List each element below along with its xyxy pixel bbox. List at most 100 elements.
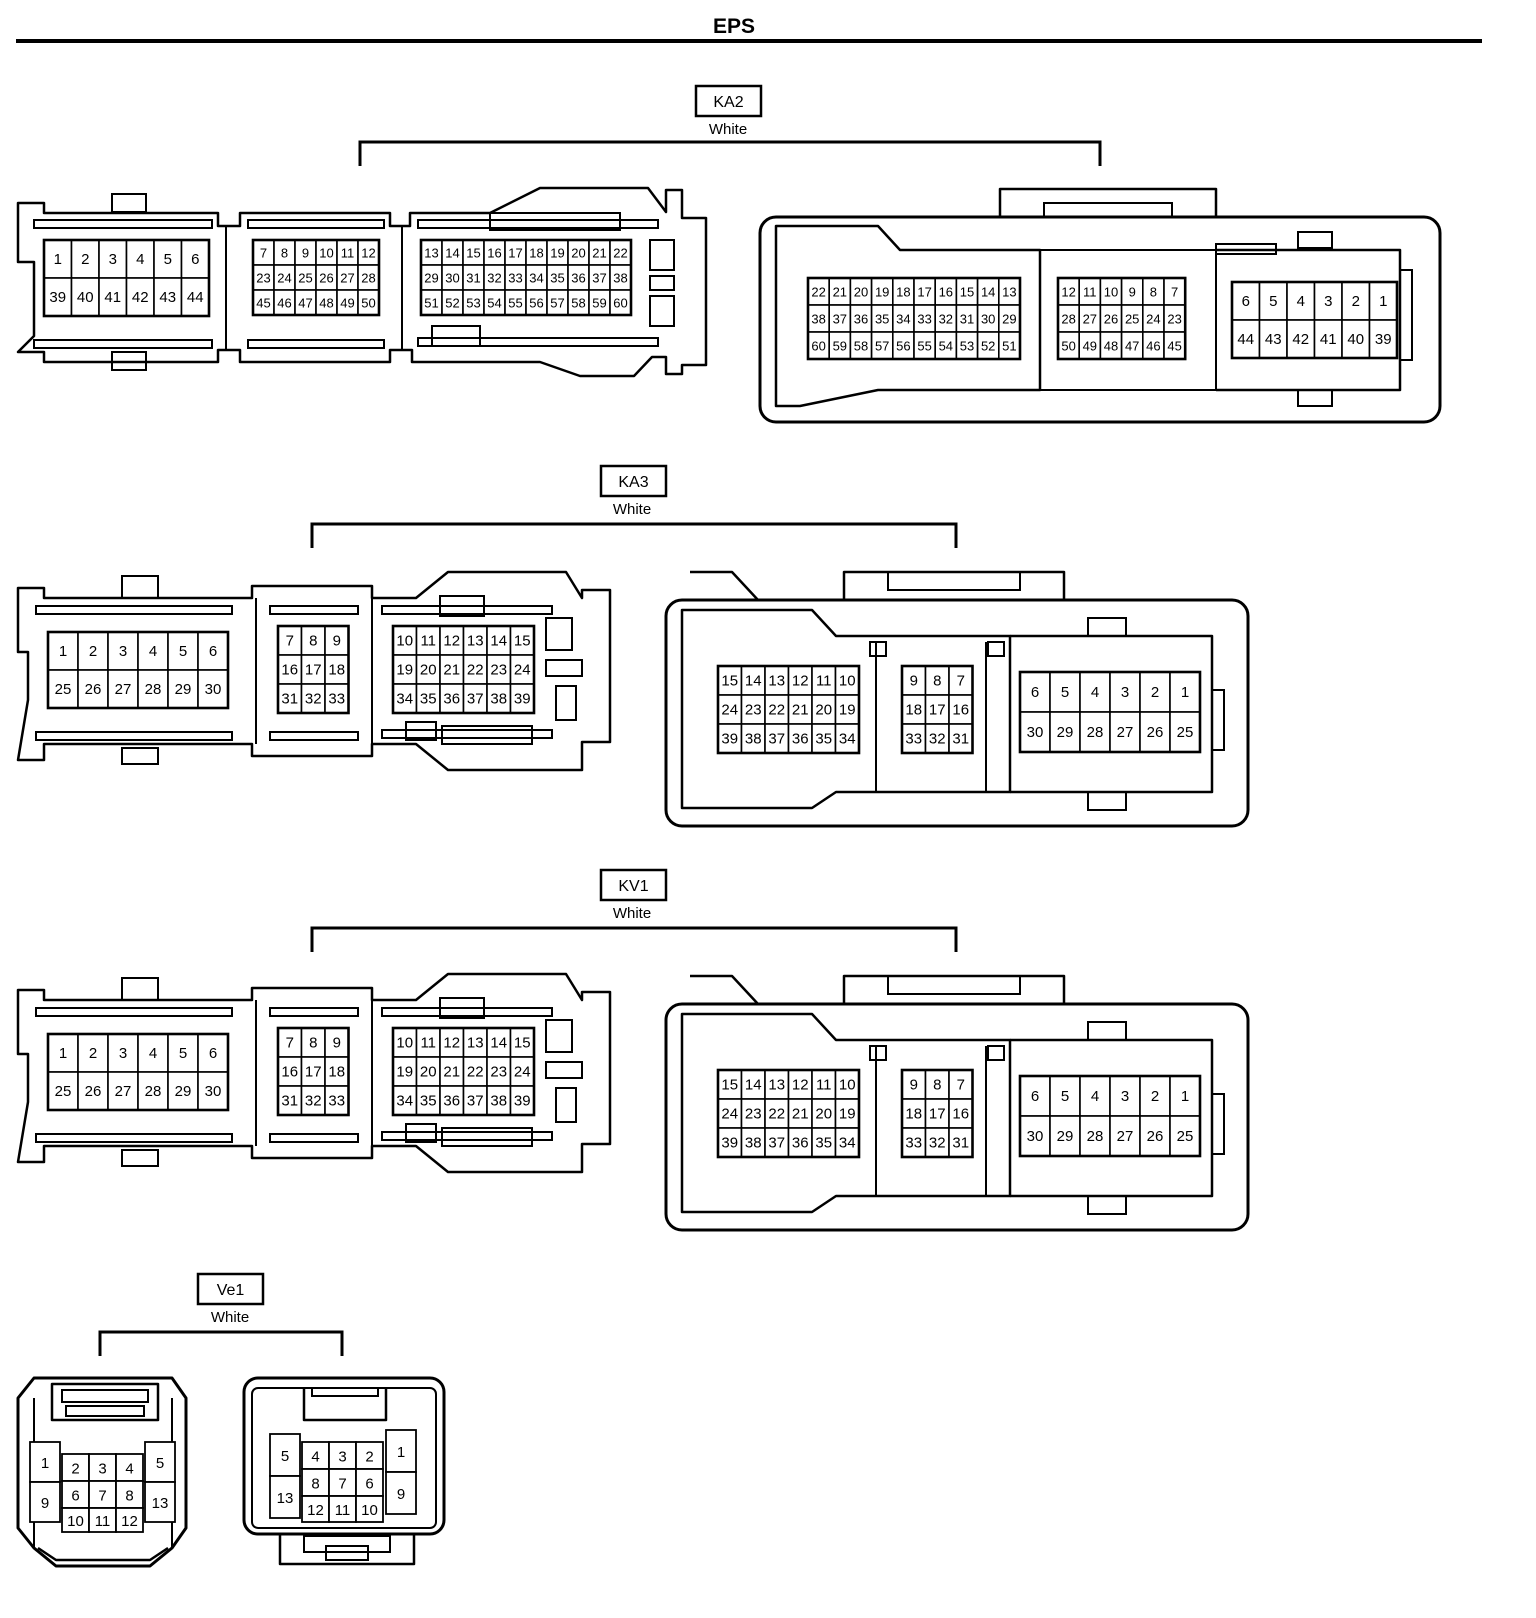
housing-outline <box>35 1007 233 1017</box>
connector-bracket <box>310 522 958 548</box>
pin-number: 7 <box>1171 285 1178 300</box>
housing-outline <box>247 339 385 349</box>
pin-number: 58 <box>571 296 585 311</box>
pin-number: 26 <box>85 681 102 698</box>
pin-number: 22 <box>768 1106 785 1123</box>
pin-number: 30 <box>205 681 222 698</box>
pin-number: 1 <box>1181 684 1189 701</box>
connector-bracket <box>310 926 958 952</box>
housing-outline <box>65 1405 145 1417</box>
pin-cell <box>355 1495 384 1523</box>
pin-number: 34 <box>529 271 543 286</box>
pin-number: 10 <box>319 246 333 261</box>
pin-number: 13 <box>467 1035 484 1052</box>
pin-number: 23 <box>745 1106 762 1123</box>
pin-number: 9 <box>910 673 918 690</box>
pin-number: 36 <box>792 731 809 748</box>
pin-number: 3 <box>119 643 127 660</box>
pin-number: 24 <box>514 1064 531 1081</box>
housing-outline <box>1087 1195 1127 1215</box>
housing-outline <box>664 598 1250 828</box>
pin-number: 6 <box>209 643 217 660</box>
pin-number: 27 <box>1083 312 1097 327</box>
pin-number: 2 <box>89 643 97 660</box>
pin-number: 53 <box>466 296 480 311</box>
pin-number: 9 <box>41 1495 49 1512</box>
pin-number: 46 <box>277 296 291 311</box>
pin-number: 38 <box>490 1093 507 1110</box>
pin-number: 41 <box>104 289 121 306</box>
housing-outline <box>887 975 1021 995</box>
pin-number: 17 <box>917 285 931 300</box>
pin-number: 12 <box>1061 285 1075 300</box>
pin-number: 5 <box>164 251 172 268</box>
housing-outline <box>16 972 612 1174</box>
pin-number: 12 <box>361 246 375 261</box>
pin-number: 18 <box>905 702 922 719</box>
pin-number: 31 <box>281 691 298 708</box>
pin-number: 54 <box>939 339 953 354</box>
pin-number: 34 <box>396 691 413 708</box>
pin-grid-border <box>900 664 974 755</box>
pin-number: 20 <box>571 246 585 261</box>
pin-grid-border <box>276 624 350 715</box>
housing-outline <box>555 685 577 721</box>
pin-number: 5 <box>179 1045 187 1062</box>
pin-number: 15 <box>721 673 738 690</box>
housing-outline <box>431 325 481 347</box>
pin-number: 26 <box>1147 724 1164 741</box>
connector-code: KA2 <box>713 94 743 111</box>
pin-number: 39 <box>514 1093 531 1110</box>
pin-number: 5 <box>281 1448 289 1465</box>
pin-number: 11 <box>420 633 436 650</box>
pin-number: 34 <box>839 1135 856 1152</box>
pin-number: 29 <box>1057 1128 1074 1145</box>
pin-number: 7 <box>98 1488 106 1505</box>
pin-number: 40 <box>1347 331 1364 348</box>
pin-cell <box>1313 319 1343 359</box>
housing-outline <box>649 239 675 271</box>
pin-number: 8 <box>933 1077 941 1094</box>
pin-number: 55 <box>917 339 931 354</box>
pin-number: 22 <box>467 1064 484 1081</box>
pin-cell <box>61 1453 90 1482</box>
pin-number: 21 <box>443 1064 460 1081</box>
pin-number: 43 <box>159 289 176 306</box>
pin-number: 39 <box>49 289 66 306</box>
housing-outline <box>121 977 159 1001</box>
pin-number: 13 <box>1002 285 1016 300</box>
pin-number: 35 <box>815 731 832 748</box>
pin-number: 27 <box>115 1083 132 1100</box>
pin-number: 16 <box>939 285 953 300</box>
connector-color: White <box>709 121 747 138</box>
pin-number: 30 <box>1027 1128 1044 1145</box>
housing-outline <box>489 212 621 231</box>
pin-number: 6 <box>71 1488 79 1505</box>
housing-outline <box>649 295 675 327</box>
pin-number: 12 <box>121 1513 138 1530</box>
pin-cell <box>61 1507 90 1533</box>
pin-number: 52 <box>981 339 995 354</box>
pin-number: 14 <box>981 285 995 300</box>
pin-number: 57 <box>550 296 564 311</box>
pin-cell <box>115 1507 144 1533</box>
pin-number: 36 <box>443 1093 460 1110</box>
pin-grid-border <box>46 630 230 710</box>
pin-number: 2 <box>1352 293 1360 310</box>
pin-number: 5 <box>156 1455 164 1472</box>
pin-number: 1 <box>54 251 62 268</box>
housing-outline <box>869 1045 887 1061</box>
pin-number: 21 <box>833 285 847 300</box>
pin-number: 34 <box>896 312 910 327</box>
pin-number: 21 <box>792 702 809 719</box>
pin-number: 24 <box>721 702 738 719</box>
pin-grid-border <box>419 238 633 317</box>
pin-number: 53 <box>960 339 974 354</box>
